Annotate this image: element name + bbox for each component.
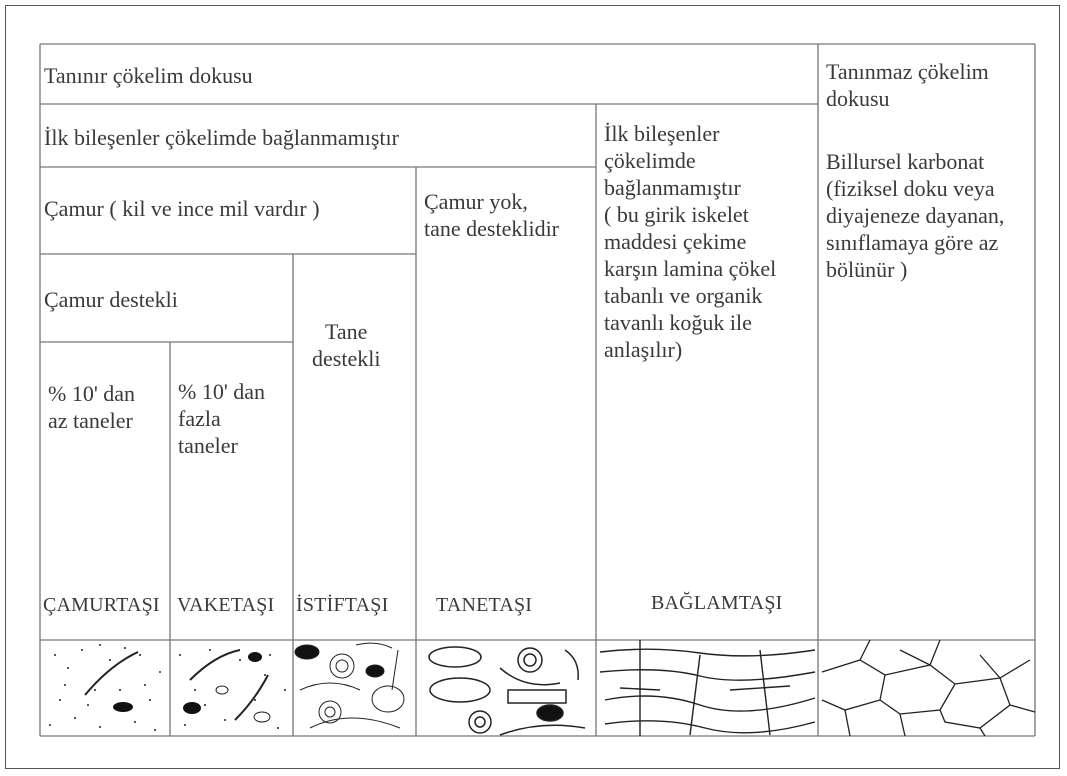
header-unrecognizable-texture: Tanınmaz çökelim dokusu: [826, 58, 989, 112]
header-recognizable-texture: Tanınır çökelim dokusu: [44, 62, 253, 89]
header-crystalline-carbonate: Billursel karbonat (fiziksel doku veya d…: [826, 148, 1004, 283]
wackestone-texture: [179, 649, 286, 729]
header-mud-present: Çamur ( kil ve ince mil vardır ): [44, 195, 320, 222]
header-mud-supported: Çamur destekli: [44, 286, 178, 313]
grainstone-texture: [429, 647, 585, 735]
rock-name-boundstone: BAĞLAMTAŞI: [651, 592, 783, 615]
header-components-unbound: İlk bileşenler çökelimde bağlanmamıştır: [44, 124, 399, 151]
rock-name-grainstone: TANETAŞI: [436, 594, 532, 617]
boundstone-texture: [600, 640, 815, 736]
header-components-bound: İlk bileşenler çökelimde bağlanmamıştır …: [604, 120, 776, 363]
rock-name-wackestone: VAKETAŞI: [177, 594, 274, 617]
header-grain-supported: Tane destekli: [312, 318, 380, 372]
rock-name-mudstone: ÇAMURTAŞI: [43, 594, 160, 617]
mudstone-texture: [49, 644, 161, 731]
crystalline-texture: [822, 640, 1035, 736]
header-more-than-10: % 10' dan fazla taneler: [178, 378, 265, 459]
header-less-than-10: % 10' dan az taneler: [48, 380, 135, 434]
rock-name-packstone: İSTİFTAŞI: [296, 594, 388, 617]
header-no-mud: Çamur yok, tane desteklidir: [424, 188, 559, 242]
packstone-texture: [295, 643, 404, 728]
